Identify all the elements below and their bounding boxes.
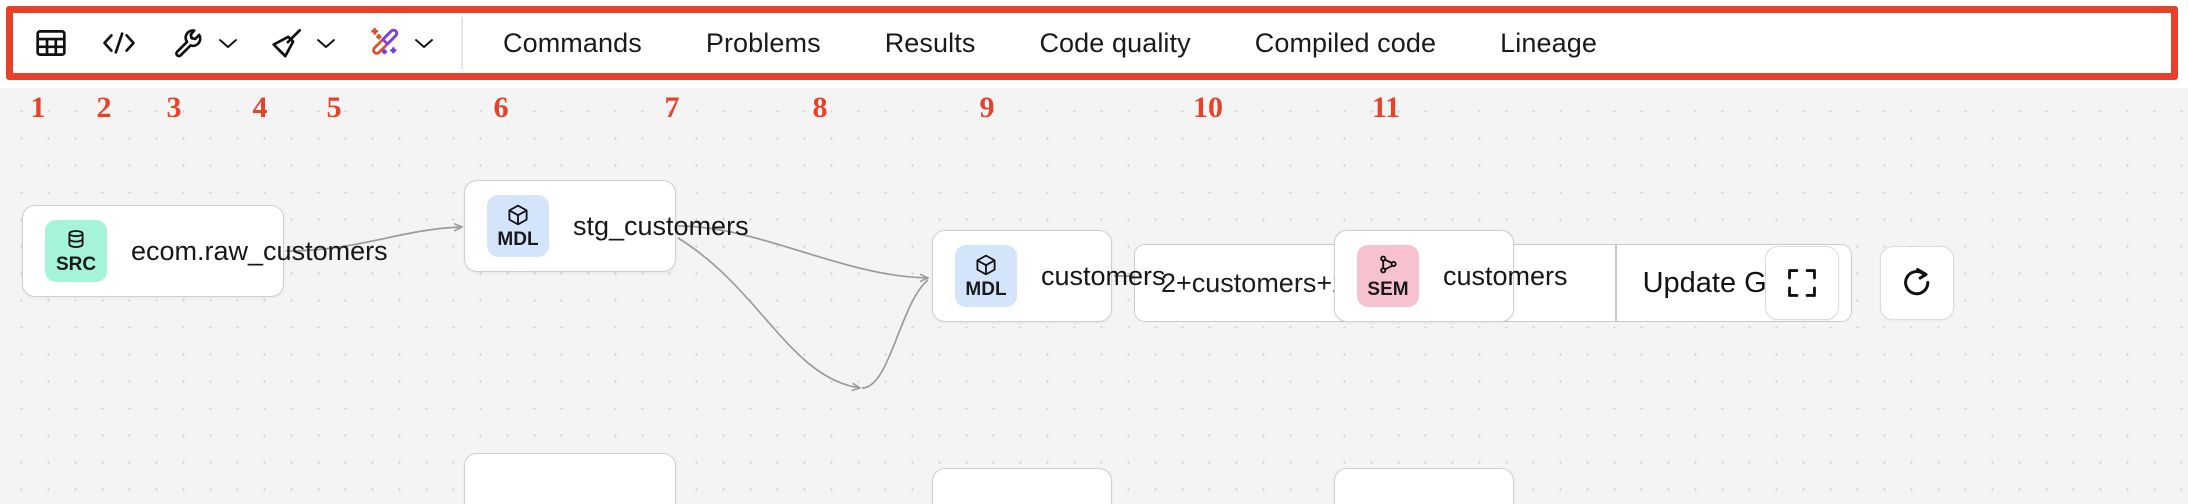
lineage-node-stg-customers[interactable]: MDL stg_customers <box>464 180 749 272</box>
tab-results[interactable]: Results <box>884 27 976 58</box>
callout-7: 7 <box>664 91 680 124</box>
lineage-node-ecom-raw-customers[interactable]: SRC ecom.raw_customers <box>22 205 388 297</box>
toolbar-highlight-box: Commands Problems Results Code quality C… <box>6 6 2178 80</box>
node-type-label: SRC <box>55 254 97 275</box>
callout-5: 5 <box>326 91 342 124</box>
node-type-badge-mdl: MDL <box>955 245 1017 307</box>
node-type-label: SEM <box>1367 279 1409 300</box>
node-type-badge-mdl: MDL <box>487 195 549 257</box>
node-type-label: MDL <box>965 279 1007 300</box>
table-view-icon[interactable] <box>27 19 75 67</box>
callout-6: 6 <box>493 91 509 124</box>
lineage-node-customers-mdl[interactable]: MDL customers <box>932 230 1166 322</box>
editor-tabs: Commands Problems Results Code quality C… <box>471 13 1629 73</box>
tab-compiled-code[interactable]: Compiled code <box>1254 27 1437 58</box>
callout-1: 1 <box>30 91 46 124</box>
tab-lineage[interactable]: Lineage <box>1500 27 1597 58</box>
cube-icon <box>508 204 528 226</box>
toolbar-tool-group <box>13 13 439 73</box>
code-icon[interactable] <box>95 19 143 67</box>
semantic-graph-icon <box>1380 255 1397 274</box>
node-label: customers <box>1443 260 1568 291</box>
toolbar-divider <box>461 17 463 69</box>
broom-chevron-down-icon[interactable] <box>311 20 341 66</box>
cube-icon <box>976 254 996 276</box>
node-label: customers <box>1041 260 1166 291</box>
tab-code-quality[interactable]: Code quality <box>1039 27 1191 58</box>
node-type-label: MDL <box>497 229 539 250</box>
magic-wand-icon[interactable] <box>361 19 409 67</box>
lineage-node-partial-right[interactable] <box>1334 468 1514 504</box>
callout-8: 8 <box>812 91 828 124</box>
editor-toolbar: Commands Problems Results Code quality C… <box>13 13 2171 73</box>
magic-wand-chevron-down-icon[interactable] <box>409 20 439 66</box>
callout-11: 11 <box>1371 91 1401 124</box>
node-label: stg_customers <box>573 210 749 241</box>
node-type-badge-src: SRC <box>45 220 107 282</box>
fit-view-button[interactable] <box>1765 246 1839 320</box>
callout-2: 2 <box>96 91 112 124</box>
lineage-canvas[interactable]: Update Graph <box>0 88 2188 504</box>
wrench-chevron-down-icon[interactable] <box>213 20 243 66</box>
lineage-node-partial-mid[interactable] <box>932 468 1112 504</box>
callout-10: 10 <box>1193 91 1223 124</box>
wrench-icon[interactable] <box>165 19 213 67</box>
broom-icon[interactable] <box>263 19 311 67</box>
refresh-button[interactable] <box>1880 246 1954 320</box>
node-type-badge-sem: SEM <box>1357 245 1419 307</box>
lineage-node-customers-sem[interactable]: SEM customers <box>1334 230 1568 322</box>
lineage-node-partial-left[interactable] <box>464 453 676 504</box>
callout-9: 9 <box>979 91 995 124</box>
callout-3: 3 <box>166 91 182 124</box>
callout-4: 4 <box>252 91 268 124</box>
tab-problems[interactable]: Problems <box>705 27 821 58</box>
database-icon <box>68 230 84 248</box>
query-divider <box>1615 245 1617 321</box>
node-label: ecom.raw_customers <box>131 235 388 266</box>
tab-commands[interactable]: Commands <box>503 27 642 58</box>
